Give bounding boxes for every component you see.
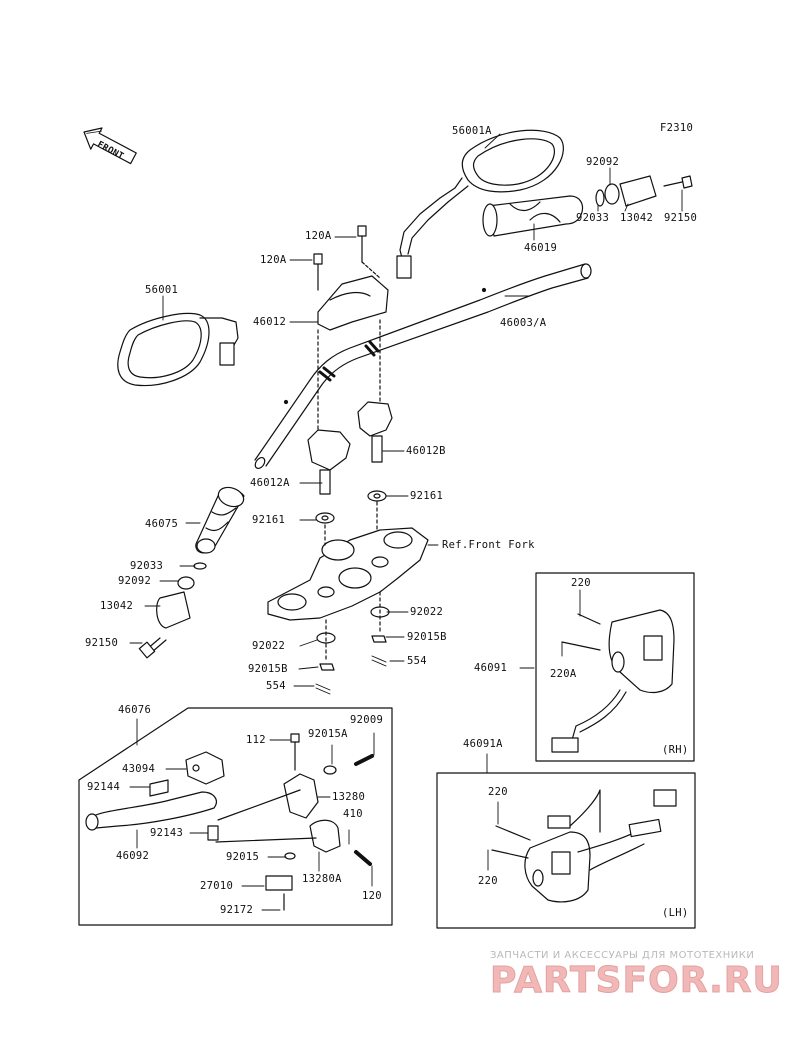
watermark-logo: PARTSFOR.RU [490, 960, 783, 1002]
part-label: 92143 [150, 827, 184, 839]
part-label: 92150 [664, 212, 698, 224]
washer-icon [315, 512, 335, 524]
part-label: 554 [407, 655, 427, 667]
upper-holder-icon [313, 225, 389, 331]
lh-label: (LH) [662, 907, 689, 919]
part-label: 46012B [406, 445, 446, 457]
part-label: 13042 [620, 212, 654, 224]
part-label: 410 [343, 808, 363, 820]
ref-front-fork-label: Ref.Front Fork [442, 539, 535, 551]
part-label: 27010 [200, 880, 234, 892]
part-label: 92092 [586, 156, 620, 168]
part-label: 92015A [308, 728, 348, 740]
part-label: 46076 [118, 704, 152, 716]
rh-switch-box [535, 572, 695, 762]
figure-code: F2310 [660, 122, 694, 134]
part-label: 13280A [302, 873, 342, 885]
part-label: 46092 [116, 850, 150, 862]
part-label: 43094 [122, 763, 156, 775]
part-label: 92009 [350, 714, 384, 726]
lh-switch-box [436, 772, 696, 929]
part-label: 13042 [100, 600, 134, 612]
part-label: 92015 [226, 851, 260, 863]
part-label: 554 [266, 680, 286, 692]
part-label: 120A [305, 230, 332, 242]
part-label: 92161 [410, 490, 444, 502]
part-label: 56001 [145, 284, 179, 296]
lh-switch-housing-icon [491, 789, 677, 903]
part-label: 92015B [248, 663, 288, 675]
part-label: 13280 [332, 791, 366, 803]
part-label: 46012 [253, 316, 287, 328]
part-label: 46091 [474, 662, 508, 674]
part-label: 92150 [85, 637, 119, 649]
part-label: 220 [571, 577, 591, 589]
part-label: 92033 [576, 212, 610, 224]
part-label: 92015B [407, 631, 447, 643]
lever-bracket-icon [215, 733, 374, 911]
handlebar-icon [254, 263, 592, 470]
rh-label: (RH) [662, 744, 689, 756]
leader-lines [129, 133, 683, 911]
lever-assy-box [78, 707, 393, 926]
lower-holder-icon [307, 319, 393, 495]
part-label: 46075 [145, 518, 179, 530]
front-arrow-icon [83, 127, 137, 165]
clutch-lever-icon [85, 751, 225, 841]
right-grip-icon [482, 195, 584, 237]
part-label: 92033 [130, 560, 164, 572]
part-label: 46091A [463, 738, 503, 750]
part-label: 92161 [252, 514, 286, 526]
part-label: 92144 [87, 781, 121, 793]
triple-clamp-icon [267, 501, 429, 621]
part-label: 46012A [250, 477, 290, 489]
left-grip-icon [195, 486, 245, 554]
part-label: 120 [362, 890, 382, 902]
part-label: 112 [246, 734, 266, 746]
part-label: 46019 [524, 242, 558, 254]
watermark-caption: ЗАПЧАСТИ И АКСЕССУАРЫ ДЛЯ МОТОТЕХНИКИ [490, 950, 755, 961]
part-label: 92022 [410, 606, 444, 618]
washer-icon [367, 490, 387, 502]
part-label: 92172 [220, 904, 254, 916]
part-label: 92092 [118, 575, 152, 587]
part-label: 220 [488, 786, 508, 798]
rh-switch-housing-icon [551, 609, 675, 753]
left-mirror-icon [117, 312, 239, 387]
part-label: 46003/A [500, 317, 547, 329]
part-label: 92022 [252, 640, 286, 652]
part-label: 220 [478, 875, 498, 887]
part-label: 220A [550, 668, 577, 680]
part-label: 120A [260, 254, 287, 266]
part-label: 56001A [452, 125, 492, 137]
